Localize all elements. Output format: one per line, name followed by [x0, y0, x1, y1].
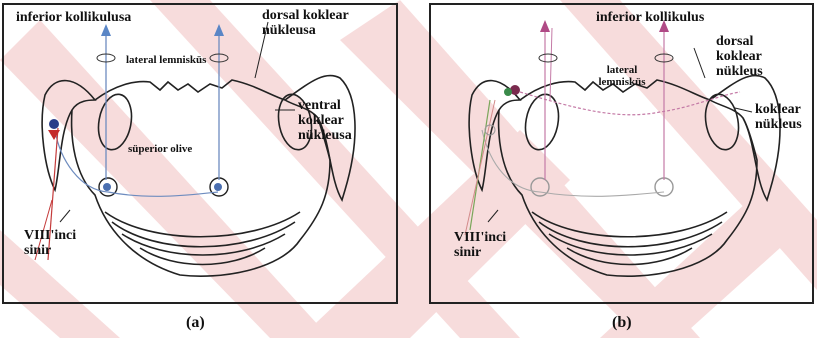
label-lateral-lemniskus-b: lateral lemnisküs [597, 64, 647, 88]
label-inferior-kollikulusa: inferior kollikulusa [16, 10, 131, 25]
label-koklear-nukleus-b: koklear nükleus [755, 102, 810, 132]
label-superior-olive: süperior olive [128, 143, 192, 155]
caption-b: (b) [612, 314, 632, 332]
label-ventral-koklear-a: ventral koklear nükleusa [298, 98, 378, 143]
caption-a: (a) [186, 314, 205, 332]
label-dorsal-koklear-b: dorsal koklear nükleus [716, 34, 776, 79]
label-inferior-kollikulus: inferior kollikulus [596, 10, 704, 25]
label-viii-sinir-b: VIII'inci sinir [454, 230, 524, 260]
label-dorsal-koklear-a: dorsal koklear nükleusa [262, 8, 372, 38]
label-lateral-lemniskus-a: lateral lemnisküs [126, 54, 206, 66]
panel-a [2, 3, 398, 304]
label-viii-sinir-a: VIII'inci sinir [24, 228, 94, 258]
